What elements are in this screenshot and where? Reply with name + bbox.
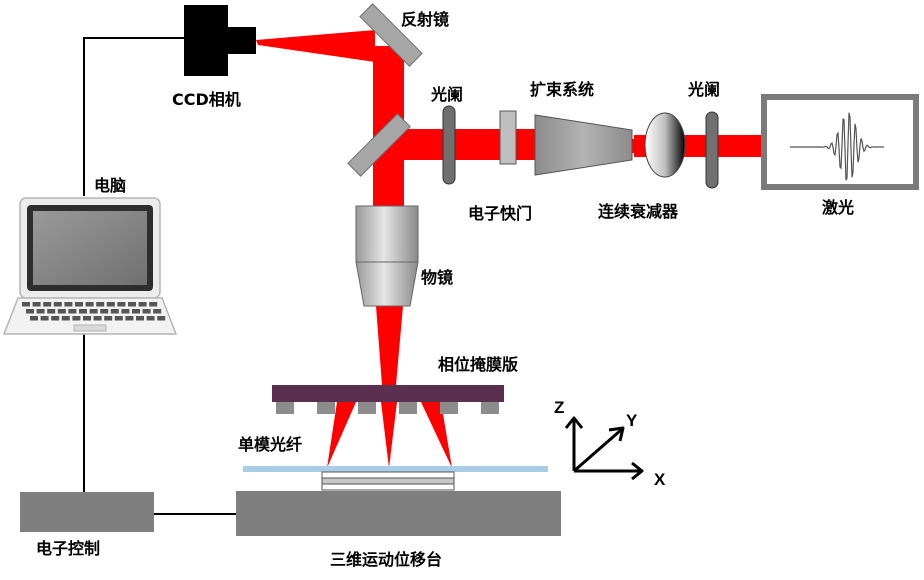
- grating-tooth: [317, 402, 335, 414]
- x-axis-label: X: [654, 470, 666, 489]
- keyboard-key: [149, 302, 158, 307]
- keyboard-key: [36, 309, 45, 314]
- keyboard-key: [22, 302, 30, 307]
- keyboard-key: [57, 309, 66, 314]
- keyboard-key: [132, 309, 140, 314]
- coordinate-axes: [564, 416, 644, 481]
- aperture-left: [442, 105, 456, 185]
- phase-mask-label: 相位掩膜版: [438, 355, 519, 374]
- keyboard-key: [47, 309, 56, 314]
- z-axis-arrowhead: [564, 416, 584, 429]
- computer-label: 电脑: [94, 176, 127, 195]
- electronic-controller: [20, 492, 154, 532]
- keyboard-key: [72, 316, 81, 321]
- grating-tooth: [481, 402, 499, 414]
- wiring: [83, 37, 236, 515]
- keyboard-key: [51, 316, 60, 321]
- laser-source: [761, 94, 919, 190]
- controller-label: 电子控制: [36, 539, 101, 558]
- keyboard-key: [26, 309, 34, 314]
- ccd-to-computer-wire: [83, 37, 186, 196]
- keyboard-key: [128, 302, 136, 307]
- aperture-left-label: 光阑: [431, 85, 464, 104]
- keyboard-key: [138, 302, 147, 307]
- shutter-label: 电子快门: [468, 204, 533, 223]
- laser-pulse-waveform-icon: [790, 112, 884, 181]
- phase-mask-plate: [272, 385, 504, 402]
- grating-tooth: [358, 402, 376, 414]
- grating-tooth: [276, 402, 294, 414]
- mirror-top: [359, 3, 423, 67]
- keyboard-key: [157, 316, 166, 321]
- keyboard-key: [75, 302, 83, 307]
- beam-to-ccd: [256, 30, 375, 62]
- beam-focus: [376, 306, 403, 385]
- beam-expander: [534, 114, 633, 176]
- keyboard-key: [117, 302, 126, 307]
- ccd-camera-label: CCD相机: [172, 90, 241, 109]
- y-axis-arrow: [573, 428, 622, 473]
- keyboard-key: [43, 302, 52, 307]
- phase-mask: [272, 385, 504, 414]
- aperture-right: [705, 111, 719, 189]
- keyboard-key: [125, 316, 134, 321]
- keyboard-key: [100, 309, 109, 314]
- ccd-camera-icon: [184, 5, 256, 76]
- electronic-shutter: [499, 110, 517, 165]
- keyboard-key: [104, 316, 113, 321]
- y-axis-label: Y: [626, 411, 638, 430]
- keyboard-key: [142, 309, 151, 314]
- motion-stage: [236, 491, 561, 536]
- laser-label: 激光: [822, 198, 855, 217]
- keyboard-key: [110, 309, 119, 314]
- keyboard-key: [106, 302, 115, 307]
- attenuator-label: 连续衰减器: [598, 202, 679, 221]
- beam-horizontal: [404, 129, 538, 160]
- beam-diffraction-left: [327, 402, 356, 468]
- continuous-attenuator-icon: [644, 112, 686, 178]
- aperture-right-label: 光阑: [688, 80, 721, 99]
- mirror-label: 反射镜: [401, 10, 450, 29]
- keyboard-key: [136, 316, 144, 321]
- objective-label: 物镜: [421, 268, 454, 287]
- keyboard-key: [61, 316, 70, 321]
- keyboard-key: [30, 316, 38, 321]
- beam-diffraction-center: [381, 402, 397, 468]
- keyboard-key: [146, 316, 155, 321]
- keyboard-key: [32, 302, 41, 307]
- mirror-middle: [347, 113, 411, 177]
- stage-label: 三维运动位移台: [330, 550, 443, 569]
- laser-box: [761, 94, 919, 190]
- keyboard-key: [89, 309, 98, 314]
- keyboard-key: [64, 302, 73, 307]
- keyboard-key: [93, 316, 102, 321]
- keyboard-key: [83, 316, 91, 321]
- keyboard-key: [114, 316, 123, 321]
- keyboard-key: [153, 309, 162, 314]
- sample-holder: [321, 471, 455, 491]
- grating-tooth: [399, 402, 417, 414]
- keyboard-key: [121, 309, 130, 314]
- grating-tooth: [440, 402, 458, 414]
- keyboard-key: [53, 302, 62, 307]
- keyboard-key: [79, 309, 87, 314]
- beam-expander-label: 扩束系统: [530, 80, 595, 99]
- y-axis-arrowhead: [608, 426, 625, 442]
- keyboard-key: [96, 302, 105, 307]
- single-mode-fiber: [243, 466, 548, 472]
- keyboard-key: [40, 316, 49, 321]
- z-axis-label: Z: [554, 398, 565, 417]
- keyboard-key: [85, 302, 94, 307]
- keyboard-key: [68, 309, 77, 314]
- x-axis-arrowhead: [631, 461, 644, 481]
- phase-mask-grating: [276, 402, 499, 414]
- computer-laptop-icon: [2, 197, 178, 335]
- objective-lens: [355, 205, 419, 307]
- fiber-label: 单模光纤: [238, 435, 303, 454]
- beam-diffraction-right: [421, 402, 452, 468]
